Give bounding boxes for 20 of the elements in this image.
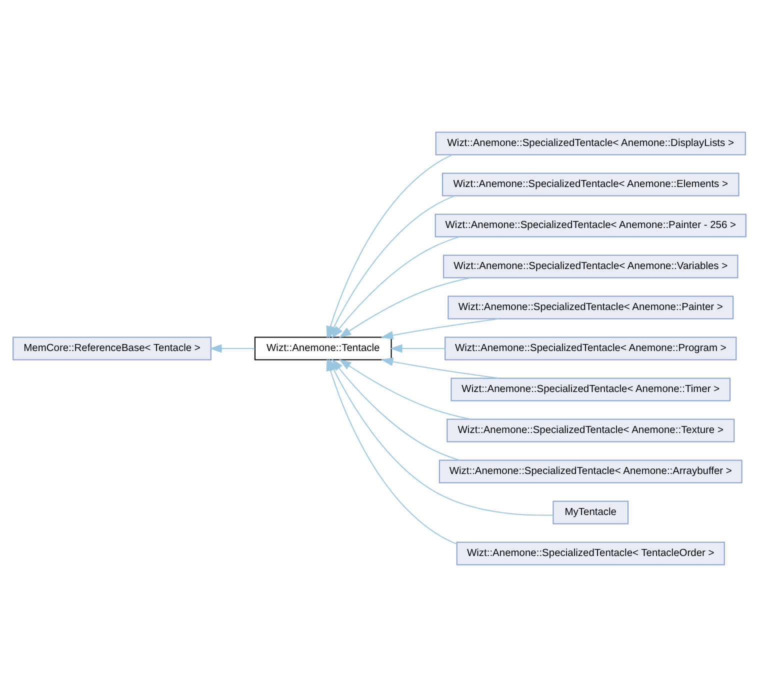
node-box: Wizt::Anemone::SpecializedTentacle< Anemone::Painter - 256 > [434,213,746,237]
node-box: Wizt::Anemone::SpecializedTentacle< Anemone::Variables > [442,254,738,278]
arrow [330,236,460,338]
node-box: Wizt::Anemone::SpecializedTentacle< Anemone::Texture > [446,418,734,442]
arrow [338,358,470,420]
node-box: Wizt::Anemone::SpecializedTentacle< Anemone::Program > [444,336,736,360]
node-box: MyTentacle [552,500,628,524]
arrow [338,276,470,338]
node-box: Wizt::Anemone::SpecializedTentacle< Anemone::Elements > [442,172,739,196]
arrow [380,318,498,339]
node-box: Wizt::Anemone::SpecializedTentacle< Anemone::Arraybuffer > [438,459,742,483]
node-box: Wizt::Anemone::SpecializedTentacle< Anemone::Timer > [450,377,730,401]
node-box: Wizt::Anemone::Tentacle [254,336,392,360]
arrow [380,357,498,378]
node-box: Wizt::Anemone::SpecializedTentacle< TentacleOrder > [456,541,724,565]
node-box: Wizt::Anemone::SpecializedTentacle< Anemone::DisplayLists > [434,131,746,155]
node-box: Wizt::Anemone::SpecializedTentacle< Anemone::Painter > [447,295,734,319]
arrow [390,344,444,352]
node-box: MemCore::ReferenceBase< Tentacle > [12,336,211,360]
arrow [208,344,254,352]
